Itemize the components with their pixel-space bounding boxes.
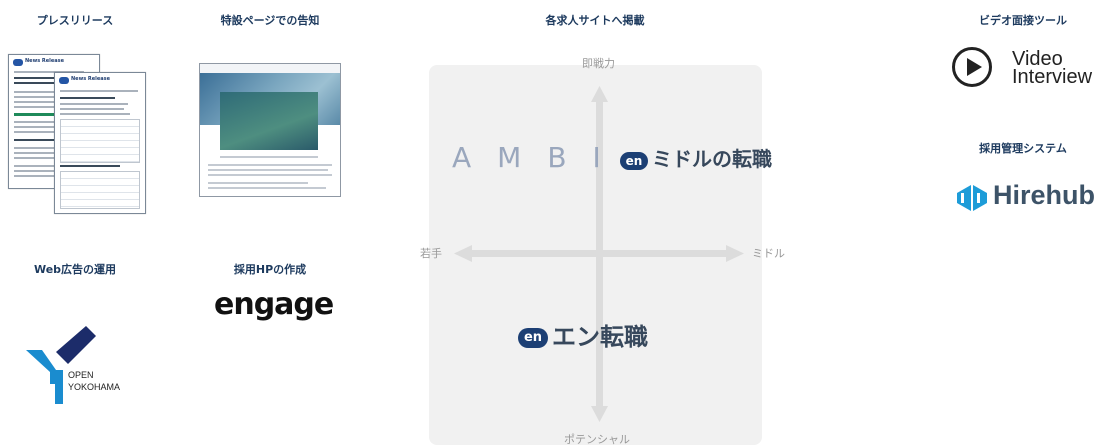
doc-header: News Release <box>71 76 110 82</box>
engage-logo: engage <box>214 287 334 322</box>
brand-ambi: AMBI <box>452 141 627 174</box>
axis-label-top: 即戦力 <box>582 57 615 70</box>
brand-middle-text: ミドルの転職 <box>652 147 772 171</box>
matrix-axes <box>454 86 744 422</box>
doc-logo <box>13 59 23 66</box>
heading-video-tool: ビデオ面接ツール <box>979 14 1067 27</box>
video-interview-logo: Video Interview <box>1012 48 1093 88</box>
heading-special-page: 特設ページでの告知 <box>220 14 320 27</box>
en-logo-badge: en <box>620 151 648 170</box>
doc-logo <box>59 77 69 84</box>
special-page-thumbnail <box>199 63 341 197</box>
video-logo-line1: Video <box>1012 48 1063 70</box>
heading-web-ads: Web広告の運用 <box>33 263 117 276</box>
axis-label-left: 若手 <box>420 247 442 260</box>
heading-job-sites: 各求人サイトへ掲載 <box>545 14 645 27</box>
press-release-doc-front: News Release <box>54 72 146 214</box>
heading-ats: 採用管理システム <box>979 142 1067 155</box>
open-yokohama-logo-text: OPEN YOKOHAMA <box>68 369 120 393</box>
axis-label-bottom: ポテンシャル <box>564 433 630 446</box>
heading-recruit-hp: 採用HPの作成 <box>233 263 307 276</box>
brand-en-text: エン転職 <box>552 323 648 351</box>
en-logo-badge: en <box>518 328 548 348</box>
play-icon <box>952 47 992 87</box>
hirehub-icon <box>957 185 987 211</box>
heading-press-release: プレスリリース <box>36 14 114 27</box>
open-yokohama-line2: YOKOHAMA <box>68 382 121 392</box>
open-yokohama-logo-mark <box>26 326 96 404</box>
video-logo-line2: Interview <box>1012 66 1093 88</box>
doc-header: News Release <box>25 58 64 64</box>
hirehub-logo-text: Hirehub <box>993 180 1096 210</box>
open-yokohama-line1: OPEN <box>68 370 94 380</box>
axis-label-right: ミドル <box>752 247 785 260</box>
